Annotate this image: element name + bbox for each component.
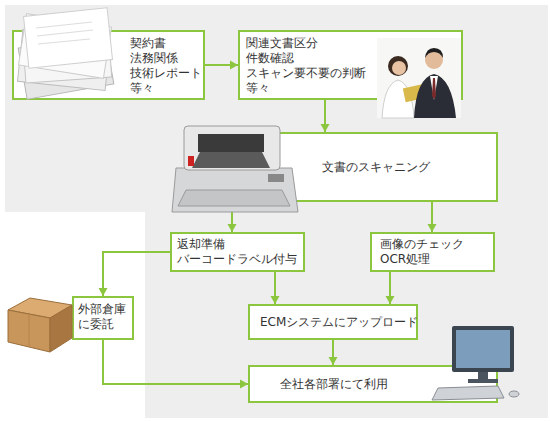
flow-arrow [428, 202, 437, 232]
box-text: 外部倉庫 に委託 [78, 302, 130, 332]
process-box: 契約書 法務関係 技術レポート 等々 [12, 30, 205, 100]
arrow-head [230, 61, 238, 70]
process-box: ECMシステムにアップロード [248, 304, 418, 340]
box-text: 全社各部署にて利用 [280, 377, 496, 392]
box-text: 関連文書区分 件数確認 スキャン要不要の判断 等々 [246, 36, 368, 96]
gray-panel [5, 5, 548, 418]
box-text: 文書のスキャニング [322, 160, 496, 175]
arrow-head [386, 296, 395, 304]
flow-arrow [99, 252, 171, 296]
box-text: 返却準備 バーコードラベル付与 [177, 237, 303, 267]
flow-arrow [205, 61, 238, 70]
arrow-head [228, 224, 237, 232]
process-box: 文書のスキャニング [190, 132, 498, 202]
arrow-head [271, 296, 280, 304]
box-text: 画像のチェック OCR処理 [380, 237, 482, 267]
arrow-head [99, 288, 108, 296]
flow-arrow [271, 272, 280, 304]
arrow-head [240, 380, 248, 389]
arrow-head [321, 124, 330, 132]
flow-arrow [228, 202, 237, 232]
process-box: 画像のチェック OCR処理 [370, 232, 495, 272]
arrow-head [329, 357, 338, 365]
cardboard-box [8, 298, 72, 352]
process-box: 全社各部署にて利用 [248, 365, 498, 403]
process-box: 外部倉庫 に委託 [72, 296, 134, 340]
arrow-head [428, 224, 437, 232]
flow-arrow [103, 340, 248, 389]
flow-arrow [386, 272, 395, 304]
process-box: 返却準備 バーコードラベル付与 [170, 232, 305, 272]
flow-arrow [329, 340, 338, 365]
process-box: 関連文書区分 件数確認 スキャン要不要の判断 等々 [238, 30, 463, 100]
flow-line [103, 252, 170, 296]
flow-line [103, 340, 248, 384]
box-text: 契約書 法務関係 技術レポート 等々 [130, 36, 206, 96]
flow-arrow [321, 100, 330, 132]
box-text: ECMシステムにアップロード [260, 315, 416, 330]
